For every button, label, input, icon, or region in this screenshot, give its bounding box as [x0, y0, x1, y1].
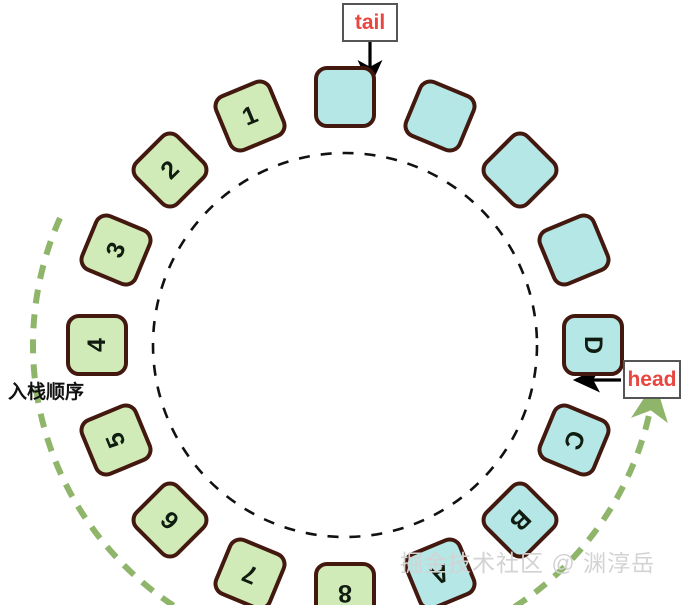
ring-cell-D[interactable]: D: [562, 314, 624, 376]
ring-cell-label: C: [558, 426, 591, 454]
watermark-text: 掘金技术社区 @ 渊淳岳: [400, 550, 656, 576]
inner-dashed-ring: [151, 151, 539, 539]
ring-cell-label: 7: [238, 558, 262, 591]
push-order-label: 入栈顺序: [8, 382, 85, 403]
tail-pointer-label: tail: [354, 11, 386, 34]
tail-pointer-box[interactable]: tail: [342, 3, 398, 42]
ring-cell-label: B: [504, 504, 537, 537]
ring-cell-4[interactable]: 4: [66, 314, 128, 376]
ring-cell-label: 6: [154, 505, 185, 536]
head-pointer-label: head: [627, 368, 677, 391]
ring-cell-label: 1: [238, 99, 262, 132]
head-pointer-box[interactable]: head: [623, 360, 681, 399]
ring-cell-label: 2: [154, 154, 185, 185]
ring-cell-label: 8: [338, 579, 352, 605]
ring-cell-label: D: [579, 335, 608, 355]
ring-cell-label: 3: [99, 238, 132, 262]
ring-cell-label: 4: [82, 338, 111, 352]
ring-cell-8[interactable]: 8: [314, 562, 376, 605]
ring-cell-empty-0[interactable]: [314, 66, 376, 128]
ring-cell-label: 5: [99, 428, 132, 452]
